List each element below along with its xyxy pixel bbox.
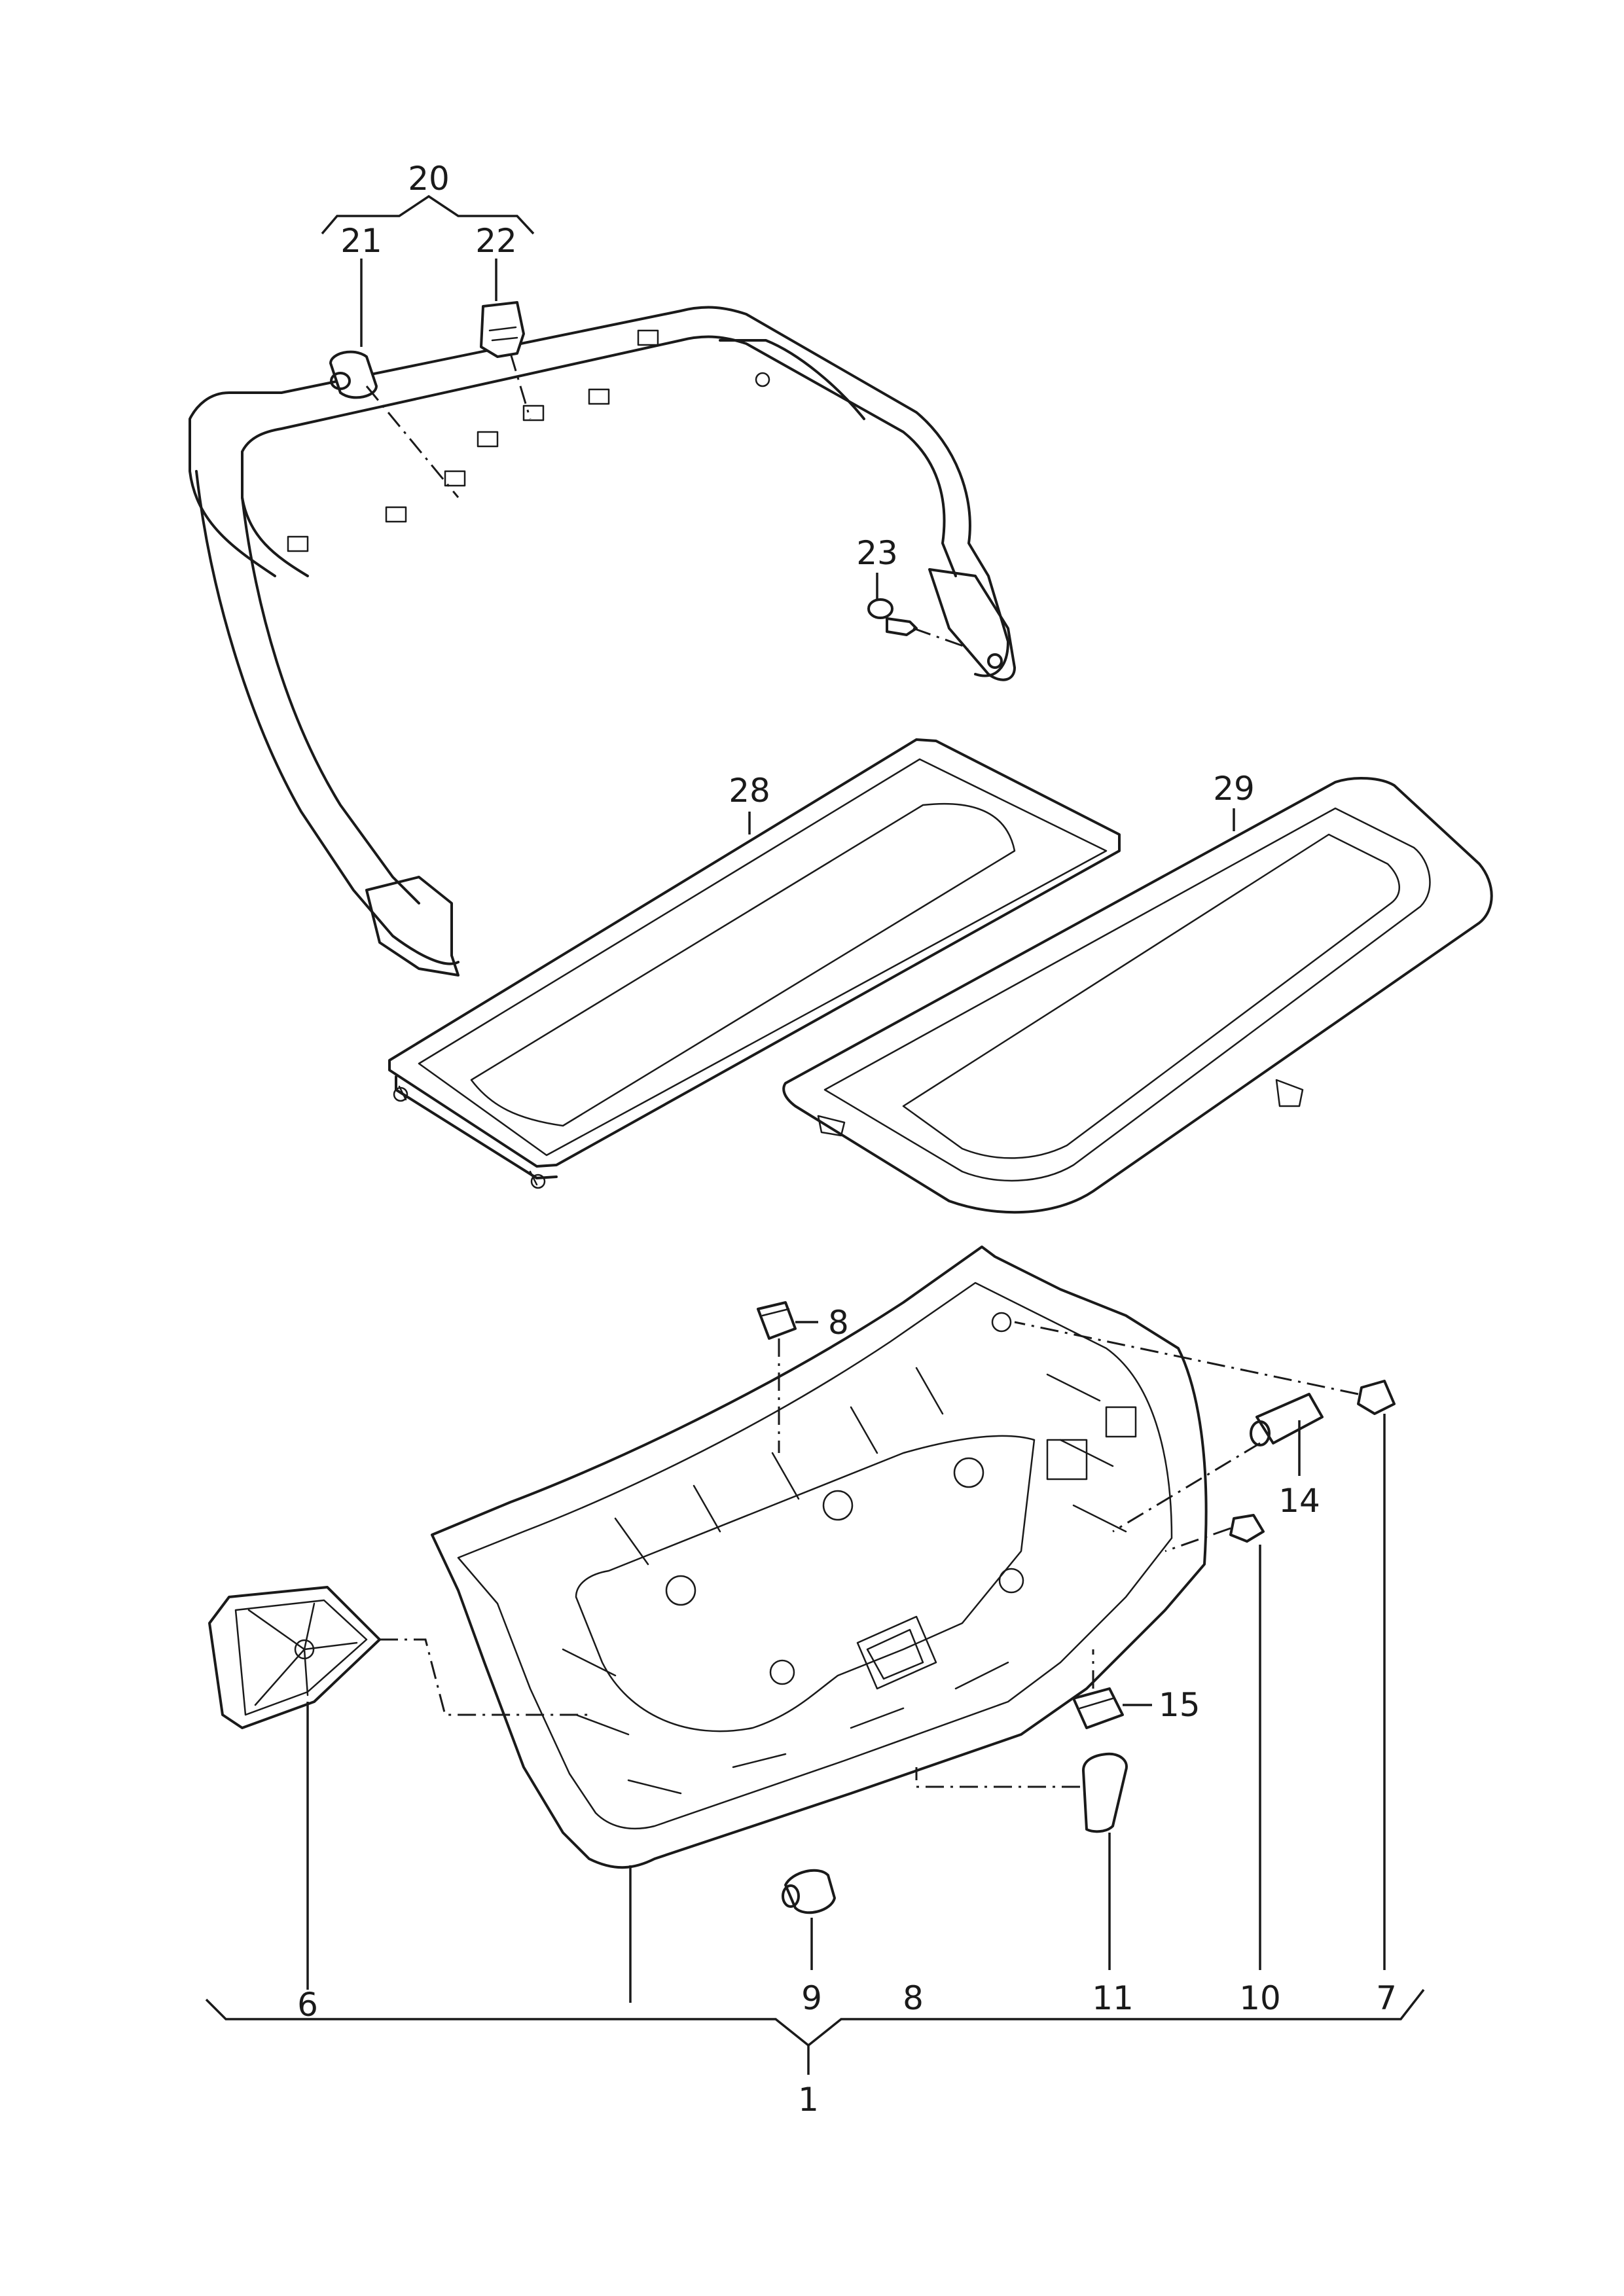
bracket-20	[321, 194, 535, 235]
callout-10: 10	[1239, 1979, 1281, 2017]
screw-23	[867, 598, 918, 636]
clip-15	[1072, 1687, 1124, 1729]
panel-29	[782, 776, 1493, 1214]
callout-23: 23	[856, 534, 898, 572]
callout-6: 6	[297, 1986, 318, 2024]
clip-7	[1357, 1380, 1396, 1415]
lid-trim-1	[431, 1246, 1208, 1869]
callout-9: 9	[801, 1979, 822, 2017]
callout-29: 29	[1213, 770, 1255, 808]
callout-21: 21	[340, 222, 382, 260]
callout-22: 22	[475, 222, 517, 260]
panel-28	[388, 738, 1121, 1189]
assembly-lines	[365, 353, 1359, 1788]
clip-10	[1229, 1514, 1265, 1543]
callout-8-top: 8	[828, 1304, 849, 1342]
callout-28: 28	[729, 772, 770, 810]
callout-1: 1	[798, 2081, 819, 2119]
bracket-1	[205, 1988, 1425, 2075]
clip-9	[782, 1869, 836, 1914]
callout-8-bottom: 8	[903, 1979, 924, 2017]
callout-15: 15	[1159, 1686, 1200, 1724]
clip-8	[757, 1301, 797, 1340]
cover-6	[208, 1586, 381, 1729]
clip-14	[1250, 1393, 1324, 1446]
trim-frame-part	[189, 306, 1016, 977]
cover-11	[1082, 1752, 1128, 1833]
callout-20: 20	[408, 160, 450, 198]
clip-21	[329, 350, 378, 399]
callout-7: 7	[1376, 1979, 1397, 2017]
callout-14: 14	[1278, 1482, 1320, 1520]
clip-22	[480, 301, 525, 358]
leader-lines	[306, 259, 1386, 2003]
callout-11: 11	[1092, 1979, 1134, 2017]
